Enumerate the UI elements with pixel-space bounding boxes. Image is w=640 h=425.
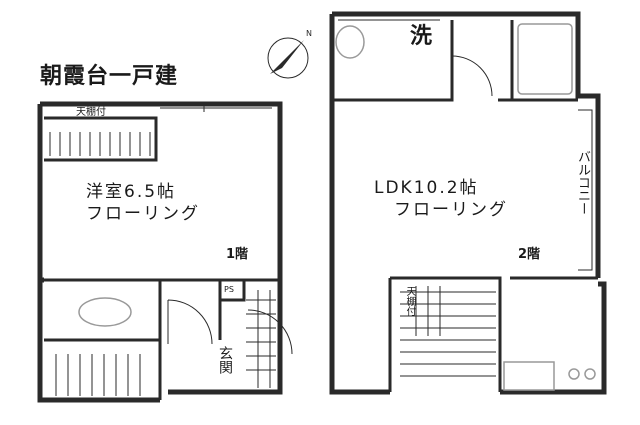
washroom-label: 洗 — [410, 24, 433, 49]
floor1-ceiling-shelf — [44, 116, 158, 162]
floor1-ceiling-storage: 天棚付 — [76, 107, 106, 118]
svg-text:N: N — [306, 29, 312, 38]
washroom-door — [451, 55, 493, 97]
washroom-wall — [332, 20, 454, 102]
floor1-shelf-hatch — [49, 132, 151, 156]
floor2-shelf-hatch — [415, 286, 441, 336]
toilet-bowl — [78, 297, 132, 327]
compass-north-icon: N — [267, 29, 312, 79]
bathtub — [517, 23, 573, 95]
floor1-window — [160, 104, 272, 112]
entrance-tile-grid — [246, 290, 276, 388]
stove-burner-left — [568, 368, 580, 380]
wash-basin — [335, 25, 365, 59]
floor1-left-wall — [37, 104, 44, 283]
floor1-lower-left-wall — [37, 280, 160, 403]
pipe-space-box — [220, 278, 246, 302]
entrance-label: 玄関 — [217, 346, 233, 374]
stove-burner-right — [584, 368, 596, 380]
floor2-ceiling-storage: 天棚付 — [404, 286, 415, 316]
floor1-level: 1階 — [226, 247, 249, 262]
floor2-stair-box — [390, 276, 502, 392]
floor1-stair-treads — [55, 354, 141, 396]
pipe-space-label: PS — [224, 285, 234, 294]
floor1-outer-wall — [40, 101, 283, 395]
toilet-door — [167, 299, 213, 345]
kitchen-sink — [503, 361, 555, 391]
floor1-room-name: 洋室6.5帖 — [86, 182, 177, 202]
entrance-door — [247, 309, 293, 355]
balcony-outline — [578, 109, 593, 271]
floor2-room-name: LDK10.2帖 — [374, 178, 479, 198]
floor2-stair-treads — [400, 291, 496, 377]
floor2-left-wall — [329, 14, 390, 395]
plan-title: 朝霞台一戸建 — [40, 64, 179, 89]
floor1-room-floor: フローリング — [86, 204, 200, 224]
floor2-room-floor: フローリング — [394, 200, 508, 220]
balcony-label: バルコニー — [575, 150, 590, 215]
floor2-level: 2階 — [518, 247, 541, 262]
floor2-outer-wall-top — [332, 11, 601, 278]
floor2-right-wall — [500, 281, 607, 395]
